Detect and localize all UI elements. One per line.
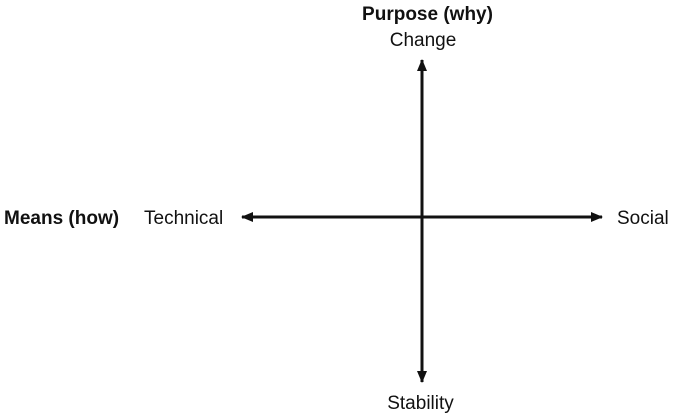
vertical-axis-bottom-label: Stability <box>387 393 454 414</box>
vertical-axis-title: Purpose (why) <box>362 4 493 25</box>
horizontal-axis-left-label: Technical <box>144 208 224 229</box>
vertical-axis-top-label: Change <box>389 30 457 51</box>
horizontal-axis-right-label: Social <box>617 208 669 229</box>
horizontal-axis-title: Means (how) <box>4 208 120 229</box>
